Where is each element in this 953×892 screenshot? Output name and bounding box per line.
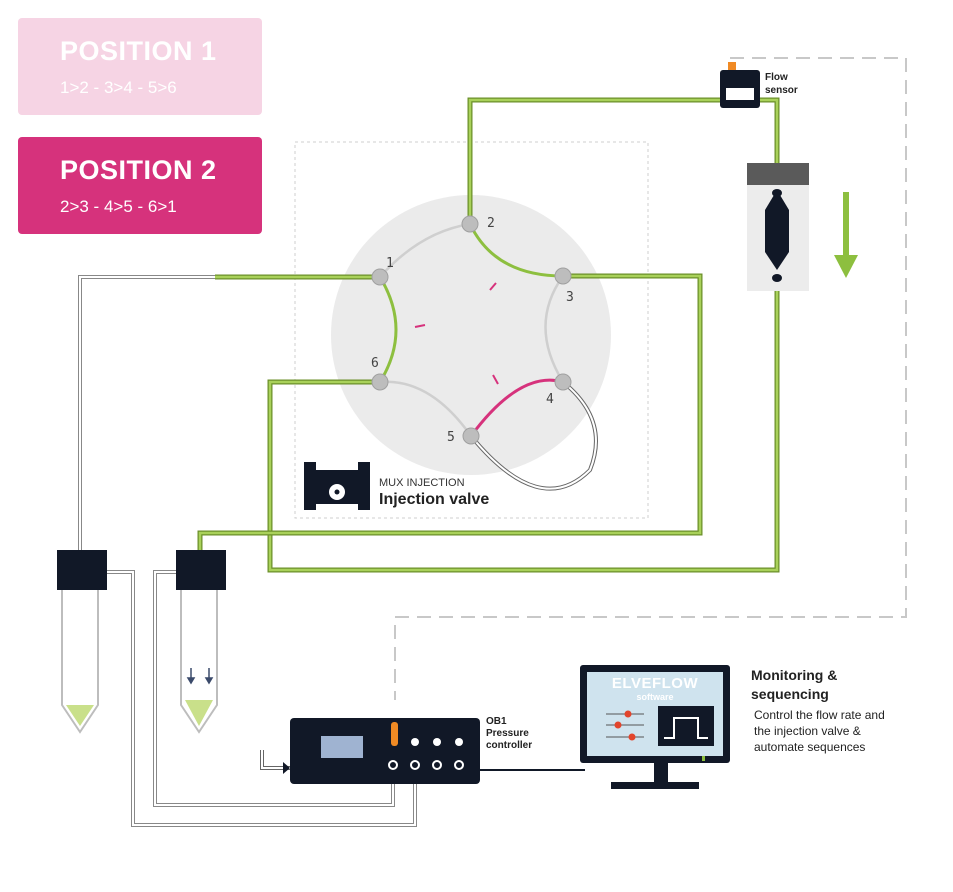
monitoring-desc-line1: Control the flow rate and <box>754 708 885 722</box>
injection-valve-icon <box>304 462 370 510</box>
flow-arrows <box>414 282 499 385</box>
monitor-brand-sub: software <box>636 692 674 702</box>
flow-sensor-label: Flow sensor <box>765 71 798 97</box>
valve-ports <box>371 215 572 445</box>
valve-title: Injection valve <box>379 491 490 508</box>
electrical-cable <box>394 57 907 700</box>
port-label-3: 3 <box>566 290 574 305</box>
port-label-6: 6 <box>371 356 379 371</box>
flow-direction-arrow <box>834 192 858 278</box>
valve-subtitle: MUX INJECTION <box>379 477 465 489</box>
flow-sensor-label-line2: sensor <box>765 85 798 96</box>
monitoring-title-line1: Monitoring & <box>751 667 838 683</box>
controller-label-line1: OB1 <box>486 716 507 727</box>
position-2-box: POSITION 2 2>3 - 4>5 - 6>1 <box>18 137 262 234</box>
inactive-grooves <box>379 222 565 437</box>
port-label-4: 4 <box>546 392 554 407</box>
active-grooves <box>378 223 564 437</box>
monitor-brand: ELVEFLOW <box>611 675 699 692</box>
monitoring-title-line2: sequencing <box>751 686 829 702</box>
port-label-2: 2 <box>487 216 495 231</box>
port-label-5: 5 <box>447 430 455 445</box>
controller-label-line2: Pressure <box>486 728 529 739</box>
tubing-grey <box>78 275 417 827</box>
flow-sensor <box>720 62 760 108</box>
port-label-1: 1 <box>386 256 394 271</box>
valve-disc <box>331 195 611 475</box>
flow-sensor-label-line1: Flow <box>765 72 788 83</box>
position-1-title: POSITION 1 <box>60 36 217 66</box>
monitoring-title: Monitoring & sequencing <box>751 666 837 704</box>
monitoring-description: Control the flow rate and the injection … <box>754 707 885 755</box>
reservoir-tube-1 <box>57 550 107 734</box>
computer-monitor <box>580 665 730 789</box>
position-2-mapping: 2>3 - 4>5 - 6>1 <box>60 197 177 216</box>
controller-label: OB1 Pressure controller <box>486 716 532 752</box>
ob1-controller <box>283 718 480 784</box>
monitoring-desc-line2: the injection valve & <box>754 724 861 738</box>
monitoring-desc-line3: automate sequences <box>754 740 866 754</box>
position-1-box: POSITION 1 1>2 - 3>4 - 5>6 <box>18 18 262 115</box>
reservoir-tube-2 <box>176 550 226 734</box>
position-1-mapping: 1>2 - 3>4 - 5>6 <box>60 78 177 97</box>
controller-label-line3: controller <box>486 740 533 751</box>
position-2-title: POSITION 2 <box>60 155 217 185</box>
sample-cartridge <box>747 163 809 291</box>
